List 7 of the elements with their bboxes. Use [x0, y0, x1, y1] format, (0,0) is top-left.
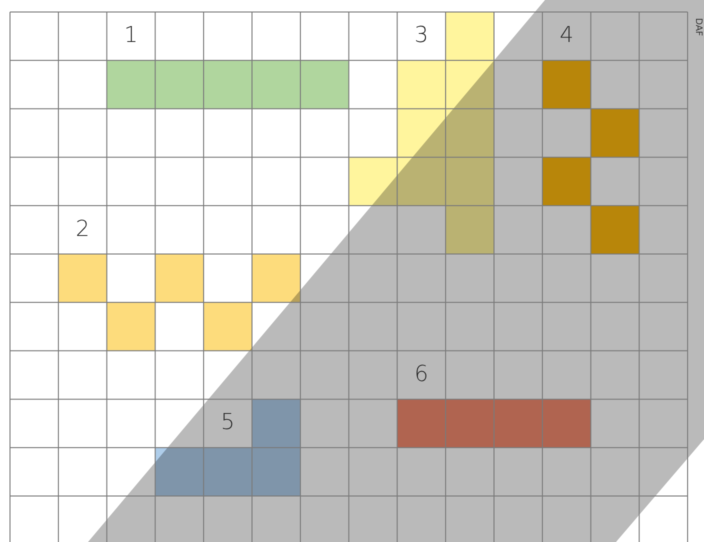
shape-number: 5 [220, 412, 235, 434]
credit-text: DAF [693, 18, 702, 36]
shape-number: 1 [124, 25, 138, 48]
shape-number: 3 [414, 25, 428, 48]
shape-number: 2 [76, 218, 90, 241]
shape-number: 4 [560, 25, 574, 48]
shape-number: 6 [414, 364, 428, 386]
